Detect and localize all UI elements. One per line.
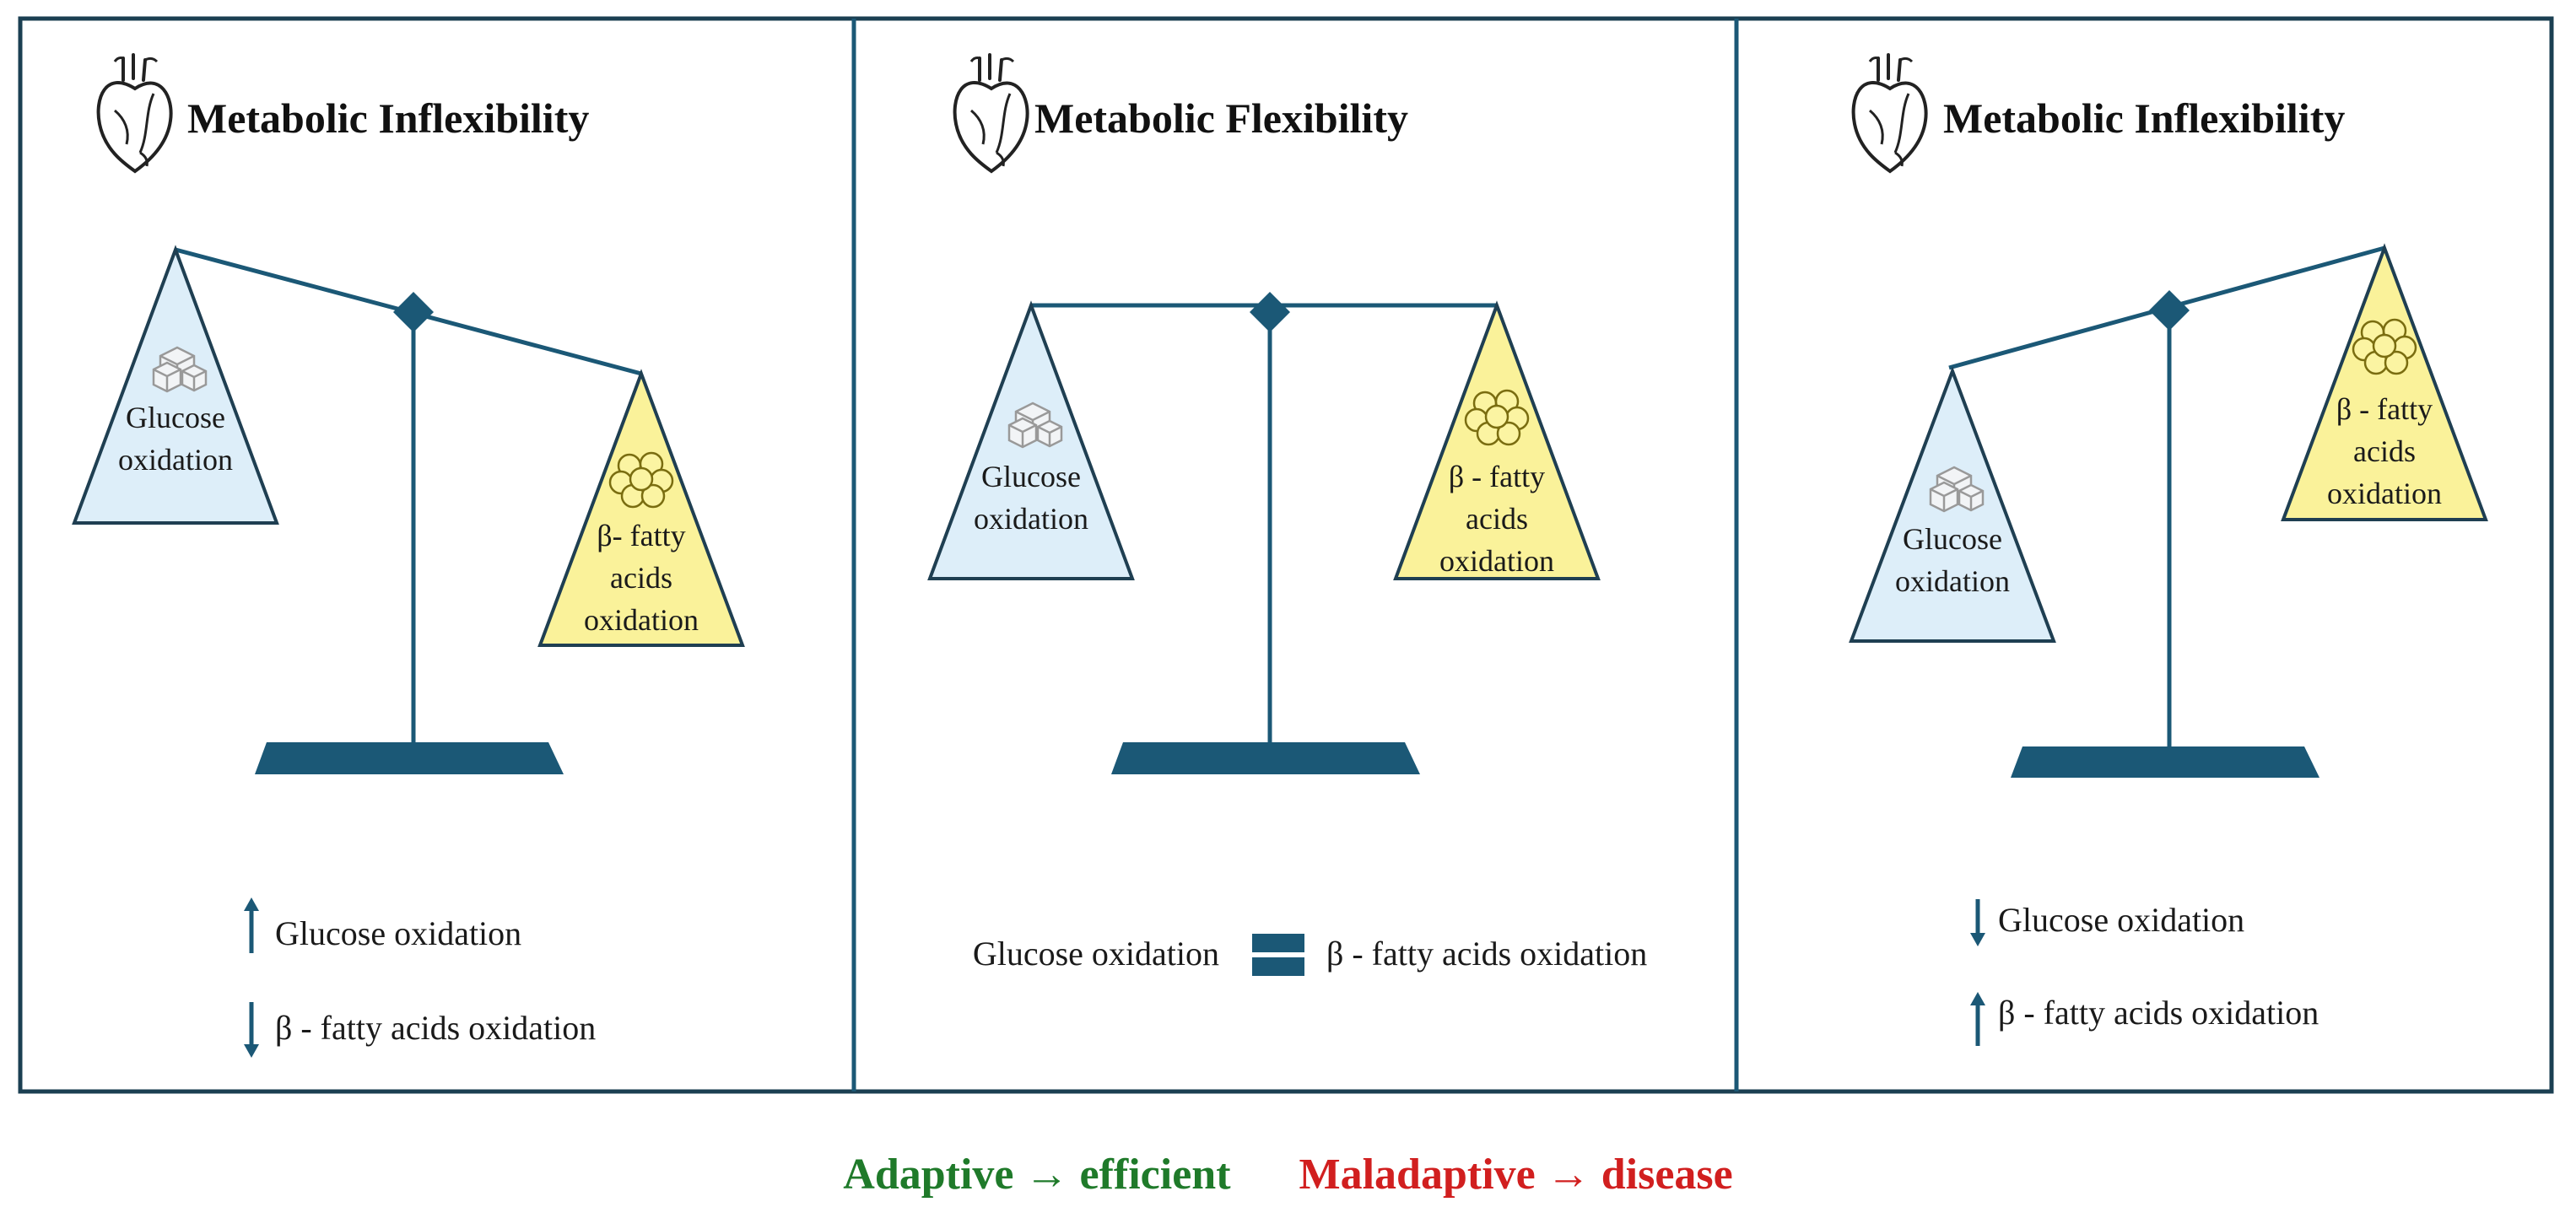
panel-title: Metabolic Inflexibility [1943,94,2346,142]
pan-label-line: Glucose [126,401,225,434]
balance-pivot [2149,290,2190,331]
heart-outline-icon [96,53,173,173]
legend-glucose: Glucose oxidation [275,914,522,952]
legend-fatty-acids: β - fatty acids oxidation [1326,935,1648,973]
pan-label-line: oxidation [1895,564,2010,598]
pan-label-line: β - fatty [1448,460,1546,493]
pan-label-line: oxidation [974,502,1088,536]
balance-pivot [393,292,434,332]
fatty-acids-pan-label: β - fatty acids oxidation [2309,388,2460,515]
pan-label-line: Glucose [1903,522,2002,556]
pan-label-line: β- fatty [597,519,686,552]
equals-icon [1252,934,1304,952]
outer-frame [18,16,2554,1094]
arrow-up-icon [1970,992,1985,1005]
panel-2 [927,53,1601,976]
pan-label-line: β - fatty [2336,392,2433,426]
heart-outline-icon [1851,53,1928,173]
panel-3 [1849,53,2488,1046]
glucose-pan-label: Glucose oxidation [955,455,1107,540]
pan-label-line: acids [610,561,672,595]
pan-label-line: Glucose [981,460,1081,493]
equals-icon [1252,957,1304,976]
balance-base [2011,746,2319,778]
fatty-acids-pan [537,369,745,647]
arrow-up-icon [244,897,259,911]
footer: Adaptive → efficient Maladaptive → disea… [0,1145,2576,1205]
maladaptive-label: Maladaptive → disease [1299,1151,1733,1199]
balance-base [255,742,564,774]
pan-label-line: acids [2353,434,2416,468]
pan-label-line: oxidation [2327,477,2442,510]
legend-glucose: Glucose oxidation [972,935,1219,973]
heart-outline-icon [953,53,1029,173]
legend-fatty-acids: β - fatty acids oxidation [275,1009,597,1047]
fatty-acids-pan-label: β- fatty acids oxidation [565,515,717,641]
pan-label-line: acids [1466,502,1528,536]
arrow-down-icon [1970,933,1985,946]
balance-base [1111,742,1420,774]
panel-title: Metabolic Inflexibility [187,94,590,142]
balance-pivot [1250,292,1290,332]
adaptive-label: Adaptive → efficient [843,1151,1231,1199]
pan-label-line: oxidation [118,443,233,477]
legend-fatty-acids: β - fatty acids oxidation [1998,994,2319,1032]
fatty-acids-pan-label: β - fatty acids oxidation [1421,455,1573,582]
panel-1 [72,53,745,1058]
pan-label-line: oxidation [584,603,699,637]
glucose-pan-label: Glucose oxidation [1877,518,2028,602]
glucose-pan-label: Glucose oxidation [100,396,251,481]
panel-title: Metabolic Flexibility [1034,94,1408,142]
pan-label-line: oxidation [1439,544,1554,578]
legend-glucose: Glucose oxidation [1998,901,2245,939]
fatty-acids-pan [2281,243,2488,521]
arrow-down-icon [244,1044,259,1058]
